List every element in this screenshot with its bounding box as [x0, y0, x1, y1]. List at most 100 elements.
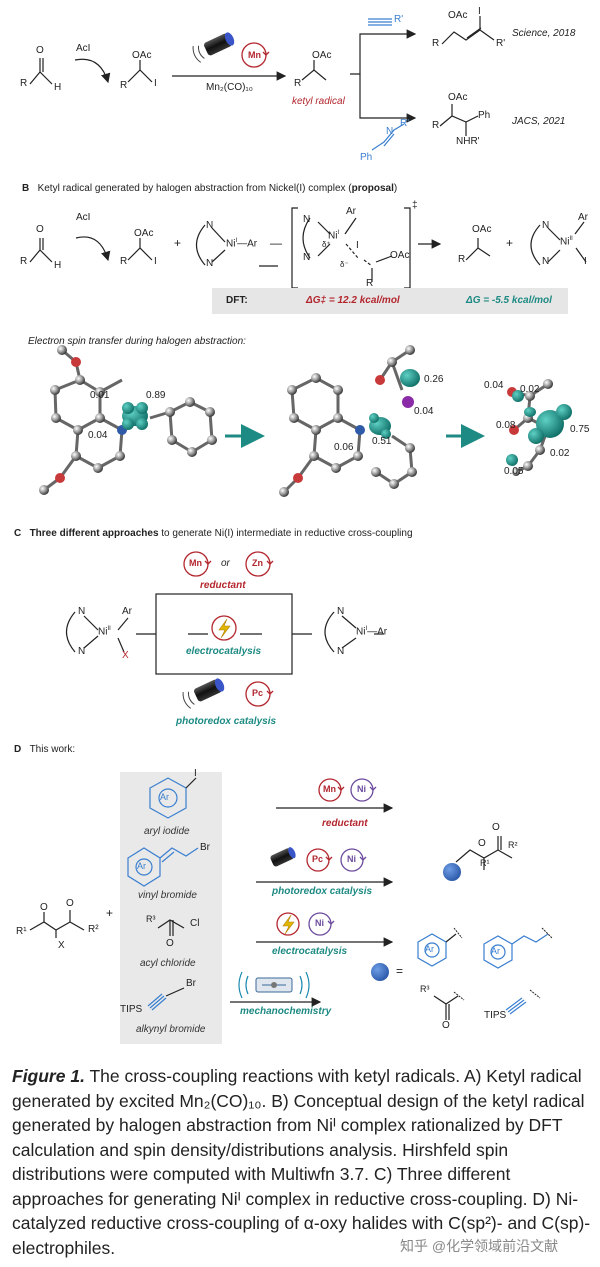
product-ball-icon [443, 863, 461, 881]
spin-value-13: 0.05 [504, 466, 524, 477]
substrate-x: X [58, 940, 65, 951]
ts-dagger: ‡ [412, 200, 418, 211]
delta-plus: δ⁺ [322, 240, 331, 249]
alkynyl-bromide-label: alkynyl bromide [136, 1024, 206, 1035]
ref-jacs-2021: JACS, 2021 [512, 116, 566, 127]
ketyl-r-b: R [458, 254, 466, 265]
pc-d-icon [306, 848, 333, 872]
product-i-a: I [154, 78, 157, 89]
ni-d-icon-3 [308, 912, 335, 936]
ni-d-label-3: Ni [315, 918, 324, 928]
spin-value-5: 0.04 [414, 406, 434, 417]
nii-label: NiII [560, 236, 573, 248]
aldehyde-h-a: H [54, 82, 62, 93]
panel-d-title: D This work: [14, 744, 75, 755]
reagent-aci-a: AcI [76, 43, 91, 54]
pc-icon [245, 681, 274, 707]
panel-a-scheme [29, 16, 495, 151]
reductant-c-label: reductant [200, 580, 246, 591]
ts-n-bottom: N [303, 252, 311, 263]
spin-value-3: 0.04 [88, 430, 108, 441]
legend-ball-icon [371, 963, 389, 981]
product-r2: R² [508, 840, 518, 850]
ts-oac: OAc [390, 250, 410, 261]
mn-c-label: Mn [189, 558, 202, 568]
ni-d-icon-2 [340, 848, 367, 872]
panel-d-scheme [29, 777, 549, 1020]
ts-n-top: N [303, 214, 311, 225]
ni-i-ar: Ar [247, 238, 258, 250]
panel-c-scheme [65, 593, 384, 675]
product-oac-a: OAc [132, 50, 152, 61]
vinyl-br: Br [200, 842, 210, 853]
product1-r-prime: R' [496, 38, 506, 49]
product-r-a: R [120, 80, 128, 91]
substrate-o2: O [66, 898, 74, 909]
spin-value-4: 0.26 [424, 374, 444, 385]
spin-value-8: 0.04 [484, 380, 504, 391]
ts-ni: NiI [328, 230, 340, 242]
nii-ar: Ar [578, 212, 588, 223]
acyl-r3: R³ [146, 914, 156, 924]
plus-sign-b1: + [174, 236, 182, 250]
pc-c-label: Pc [252, 688, 264, 698]
panel-c-title: C Three different approaches to generate… [14, 528, 413, 539]
dash-b: — [270, 236, 282, 250]
nii-n-bottom: N [542, 256, 550, 267]
c-left-n-bottom: N [78, 646, 86, 657]
substrate-r2: R² [88, 924, 99, 935]
aryl-iodide-label: aryl iodide [144, 826, 190, 837]
product-o-ester: O [478, 838, 486, 849]
dft-label: DFT: [226, 295, 248, 306]
alkynyl-br: Br [186, 978, 196, 989]
aldehyde-o-a: O [36, 45, 44, 56]
product-r-b: R [120, 256, 128, 267]
electro-c-label: electrocatalysis [186, 646, 262, 657]
panel-d-letter: D [14, 744, 22, 755]
c-left-ni: NiII [98, 626, 111, 638]
ts-i: I [356, 240, 359, 251]
aryl-i: I [194, 768, 197, 779]
nii-n-top: N [542, 220, 550, 231]
panel-b-title-post: ) [393, 183, 398, 194]
spin-value-11: 0.75 [570, 424, 590, 435]
c-left-x: X [122, 650, 129, 661]
alkynyl-tips: TIPS [120, 1004, 143, 1015]
legend-tips: TIPS [484, 1010, 507, 1021]
lamp-d-icon [270, 847, 296, 867]
acyl-cl: Cl [190, 918, 200, 929]
alkyne-r-label: R' [394, 14, 404, 25]
product-oac-b: OAc [134, 228, 154, 239]
panel-b-title-bold: proposal [351, 183, 394, 194]
c-left-ni-text: Ni [98, 626, 108, 638]
delta-minus: δ⁻ [340, 260, 349, 269]
reagent-aci-b: AcI [76, 212, 91, 223]
ni-i-text: Ni [226, 238, 236, 250]
ref-science-2018: Science, 2018 [512, 28, 576, 39]
ligand-n-bottom: N [206, 258, 214, 269]
zn-c-label: Zn [252, 558, 263, 568]
spin-value-7: 0.06 [334, 442, 354, 453]
substrate-o1: O [40, 902, 48, 913]
product1-i: I [478, 6, 481, 17]
ts-r: R [366, 278, 374, 289]
c-left-ar: Ar [122, 606, 132, 617]
product2-nhr: NHR' [456, 136, 480, 147]
nii-i: I [584, 256, 587, 267]
ketyl-oac: OAc [312, 50, 332, 61]
acyl-chloride-label: acyl chloride [140, 958, 196, 969]
equals-sign: = [396, 964, 404, 978]
legend-ar-2: Ar [491, 946, 500, 956]
c-right-ar: Ar [377, 626, 388, 638]
dg-value: ΔG = -5.5 kcal/mol [466, 295, 552, 306]
ligand-n-top: N [206, 220, 214, 231]
acyl-o: O [166, 938, 174, 949]
c-right-n-bottom: N [337, 646, 345, 657]
spin-atoms-1 [39, 345, 217, 495]
legend-r3: R³ [420, 984, 430, 994]
plus-sign-b2: + [506, 236, 514, 250]
mn-reductant-icon [183, 551, 212, 577]
ni-d-icon-1 [350, 778, 377, 802]
spin-title: Electron spin transfer during halogen ab… [28, 336, 246, 347]
